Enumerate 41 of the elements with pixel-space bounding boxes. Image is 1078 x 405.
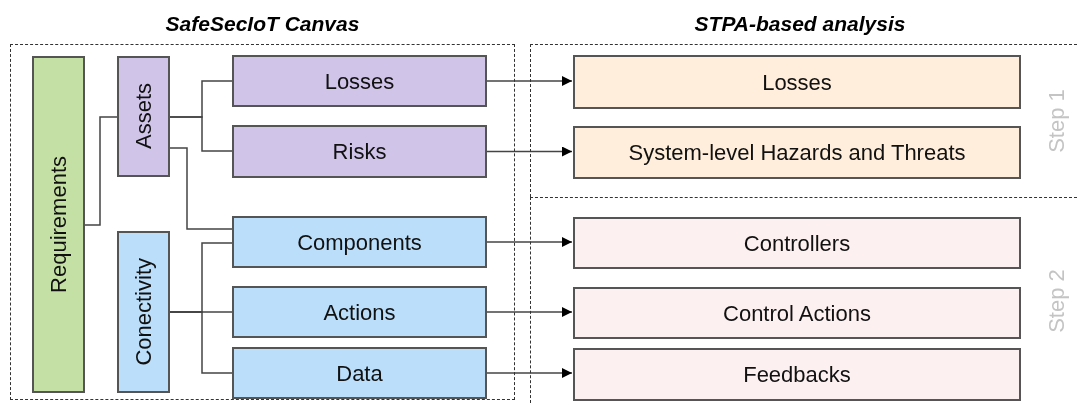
category-box (32, 56, 85, 393)
box-label: Controllers (743, 229, 851, 258)
arrow (486, 237, 573, 247)
box-label: Requirements (45, 156, 72, 293)
section-heading: STPA-based analysis (694, 11, 906, 37)
category-box (232, 55, 487, 107)
connector-line (169, 147, 233, 230)
box-label: Assets (130, 83, 157, 150)
connector-line (84, 116, 118, 226)
category-box (573, 55, 1021, 109)
box-label: Actions (323, 298, 396, 327)
category-box (232, 216, 487, 268)
box-label: System-level Hazards and Threats (628, 139, 966, 167)
category-box (573, 348, 1021, 401)
arrow (486, 146, 573, 157)
section-heading: SafeSecIoT Canvas (165, 11, 360, 37)
connector-line (169, 116, 233, 152)
category-box (573, 287, 1021, 339)
box-label: Feedbacks (743, 361, 851, 389)
box-label: Conectivity (130, 258, 157, 366)
step-region (530, 44, 1077, 197)
category-box (232, 125, 487, 178)
box-label: Control Actions (723, 299, 871, 328)
box-label: Components (297, 228, 422, 257)
category-box (117, 231, 170, 393)
step-label: Step 2 (1043, 268, 1070, 333)
category-box (232, 347, 487, 399)
connector-line (169, 311, 233, 374)
category-box (573, 126, 1021, 179)
arrow (486, 307, 573, 317)
box-label: Data (336, 359, 383, 388)
category-box (117, 56, 170, 177)
arrow (486, 76, 573, 86)
step-region (530, 197, 1077, 403)
category-box (573, 217, 1021, 269)
box-label: Losses (762, 68, 832, 97)
category-box (232, 286, 487, 338)
arrow (486, 368, 573, 378)
step-label: Step 1 (1043, 89, 1070, 153)
box-label: Risks (332, 138, 387, 166)
box-label: Losses (324, 67, 395, 96)
